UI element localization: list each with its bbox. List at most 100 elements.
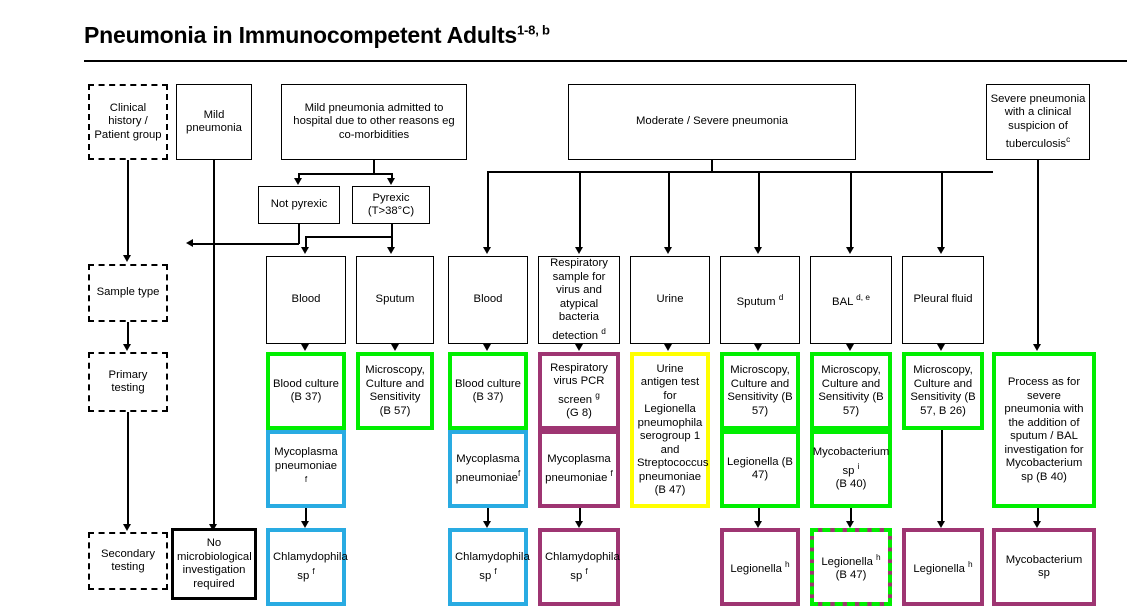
line-to-chlamydophila-2 (487, 508, 489, 522)
mid-mycoplasma-3-label: Mycoplasma pneumoniae (545, 453, 611, 484)
mid-mycobacterium-b40[interactable]: Mycobacterium sp i(B 40) (812, 434, 890, 504)
stage-connector-1 (127, 160, 129, 257)
mod-severe-drop-2 (579, 171, 581, 248)
pyrexia-not-pyrexic[interactable]: Not pyrexic (258, 186, 340, 224)
primary-blood-culture-2[interactable]: Blood culture (B 37) (448, 352, 528, 430)
secondary-legionella-1-sup: h (785, 558, 790, 569)
clinical-group-mild-pneumonia[interactable]: Mild pneumonia (176, 84, 252, 160)
primary-resp-virus-pcr[interactable]: Respiratory virus PCR screen g(G 8) (542, 356, 616, 426)
primary-sputum2-group: Microscopy, Culture and Sensitivity (B 5… (720, 352, 800, 508)
line-to-legionella-1 (758, 508, 760, 522)
sample-bal-label: BAL (832, 295, 853, 308)
sample-urine[interactable]: Urine (630, 256, 710, 344)
stage-arrow-1 (123, 255, 131, 262)
secondary-legionella-3-label: Legionella (913, 562, 965, 575)
pyrexic-drop-blood (305, 236, 307, 248)
sample-sputum-1[interactable]: Sputum (356, 256, 434, 344)
primary-urine-antigen[interactable]: Urine antigen test for Legionella pneumo… (630, 352, 710, 508)
arrow-to-tb-process (1033, 344, 1041, 351)
arrow-to-sample-sputum-1 (387, 247, 395, 254)
primary-micro-culture-4[interactable]: Microscopy, Culture and Sensitivity (B 5… (902, 352, 984, 430)
secondary-legionella-1[interactable]: Legionella h (720, 528, 800, 606)
sample-respiratory-sup: d (601, 325, 606, 336)
sample-sputum-2-label: Sputum (736, 295, 776, 308)
stage-label-secondary-testing: Secondary testing (88, 532, 168, 590)
stage-label-primary-testing: Primary testing (88, 352, 168, 412)
mid-legionella-b47[interactable]: Legionella (B 47) (724, 434, 796, 504)
line-to-chlamydophila-1 (305, 508, 307, 522)
mod-severe-stem (711, 160, 713, 172)
secondary-legionella-2[interactable]: Legionella h(B 47) (810, 528, 892, 606)
line-to-mycobacterium-sp (1037, 508, 1039, 522)
sample-respiratory-label: Respiratory sample for virus and atypica… (550, 257, 608, 342)
sample-pleural[interactable]: Pleural fluid (902, 256, 984, 344)
arrow-to-legionella-2 (846, 521, 854, 528)
mid-mycoplasma-3[interactable]: Mycoplasma pneumoniae f (542, 434, 616, 504)
arrow-to-mycobacterium-sp (1033, 521, 1041, 528)
stage-label-sample-type: Sample type (88, 264, 168, 322)
mod-severe-drop-6 (941, 171, 943, 248)
clinical-group-mild-admitted[interactable]: Mild pneumonia admitted to hospital due … (281, 84, 467, 160)
sample-blood-1[interactable]: Blood (266, 256, 346, 344)
primary-micro-culture-3[interactable]: Microscopy, Culture and Sensitivity (B 5… (814, 356, 888, 426)
mild-pneumonia-spine (213, 160, 215, 526)
secondary-chlamydophila-3[interactable]: Chlamydophila sp f (538, 528, 620, 606)
mid-mycobacterium-b40-label: Mycobacterium sp (812, 446, 890, 477)
line-to-legionella-3 (941, 430, 943, 522)
primary-micro-culture-1[interactable]: Microscopy, Culture and Sensitivity (B 5… (356, 352, 434, 430)
page-title: Pneumonia in Immunocompetent Adults1-8, … (84, 22, 550, 49)
fan-mild-admitted-drop-right (391, 173, 393, 179)
pyrexia-pyrexic[interactable]: Pyrexic (T>38°C) (352, 186, 430, 224)
page-title-text: Pneumonia in Immunocompetent Adults (84, 22, 517, 48)
arrow-sputum2-to-primary (754, 344, 762, 351)
stage-connector-2 (127, 322, 129, 345)
not-pyrexic-to-mild-bar (192, 243, 299, 245)
secondary-no-investigation[interactable]: No microbiological investigation require… (171, 528, 257, 600)
sample-bal[interactable]: BAL d, e (810, 256, 892, 344)
secondary-mycobacterium-sp[interactable]: Mycobacterium sp (992, 528, 1096, 606)
secondary-legionella-2-tail: (B 47) (835, 569, 867, 582)
primary-blood-culture-1[interactable]: Blood culture (B 37) (266, 352, 346, 430)
clinical-group-severe-tb[interactable]: Severe pneumonia with a clinical suspici… (986, 84, 1090, 160)
arrow-to-sample-blood-2 (483, 247, 491, 254)
primary-bal-group: Microscopy, Culture and Sensitivity (B 5… (810, 352, 892, 508)
arrow-to-chlamydophila-2 (483, 521, 491, 528)
fan-mild-admitted-drop-left (298, 173, 300, 179)
stage-arrow-2 (123, 344, 131, 351)
stage-arrow-3 (123, 524, 131, 531)
sample-sputum-2-sup: d (778, 291, 784, 302)
arrow-pleural-to-primary (937, 344, 945, 351)
arrow-to-no-investigation (209, 524, 217, 531)
clinical-group-severe-tb-label: Severe pneumonia with a clinical suspici… (990, 92, 1086, 150)
stage-connector-3 (127, 412, 129, 525)
arrow-to-sample-pleural (937, 247, 945, 254)
secondary-chlamydophila-1[interactable]: Chlamydophila sp f (266, 528, 348, 606)
clinical-group-moderate-severe[interactable]: Moderate / Severe pneumonia (568, 84, 856, 160)
secondary-legionella-2-sup: h (876, 552, 881, 563)
arrow-blood1-to-primary (301, 344, 309, 351)
primary-micro-culture-2[interactable]: Microscopy, Culture and Sensitivity (B 5… (724, 356, 796, 426)
sample-blood-2[interactable]: Blood (448, 256, 528, 344)
sample-sputum-2[interactable]: Sputum d (720, 256, 800, 344)
fan-mild-admitted-stem (373, 160, 375, 174)
secondary-chlamydophila-2[interactable]: Chlamydophila sp f (448, 528, 530, 606)
mod-severe-bar (487, 171, 993, 173)
clinical-group-severe-tb-sup: c (1066, 134, 1071, 145)
not-pyrexic-drop (298, 224, 300, 244)
sample-respiratory[interactable]: Respiratory sample for virus and atypica… (538, 256, 620, 344)
arrow-blood2-to-primary (483, 344, 491, 351)
mid-mycoplasma-2[interactable]: Mycoplasma pneumoniaef (448, 430, 528, 508)
mid-mycobacterium-b40-sup: i (857, 460, 860, 471)
primary-tb-process[interactable]: Process as for severe pneumonia with the… (992, 352, 1096, 508)
arrow-to-sample-sputum-2 (754, 247, 762, 254)
fan-mild-admitted-bar (298, 173, 392, 175)
primary-resp-virus-pcr-label: Respiratory virus PCR screen (550, 361, 608, 406)
mid-mycoplasma-1[interactable]: Mycoplasma pneumoniae f (266, 430, 346, 508)
pyrexic-drop-sputum (391, 236, 393, 248)
secondary-legionella-3[interactable]: Legionella h (902, 528, 984, 606)
secondary-legionella-1-label: Legionella (730, 562, 782, 575)
arrow-to-pyrexic (387, 178, 395, 185)
mid-mycoplasma-2-sup: f (517, 467, 521, 478)
secondary-chlamydophila-2-sup: f (494, 565, 497, 576)
